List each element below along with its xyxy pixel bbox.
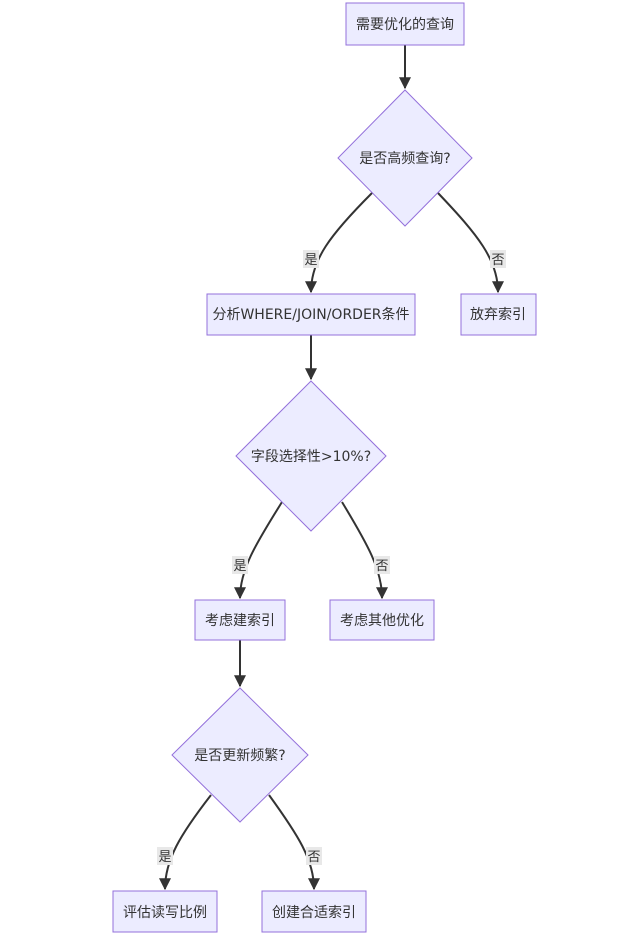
decision-selectivity: 字段选择性>10%? [235, 380, 387, 532]
edge-label-d2-no: 否 [375, 559, 388, 574]
edge-d1-analyze [305, 192, 373, 294]
edge-d3-evaluate [159, 794, 212, 891]
node-analyze-conditions: 分析WHERE/JOIN/ORDER条件 [206, 293, 416, 336]
nodes: 需要优化的查询 是否高频查询? 分析WHERE/JOIN/ORDER条件 放弃索… [112, 2, 537, 933]
node-create-index: 创建合适索引 [261, 890, 367, 933]
node-create-index-label: 创建合适索引 [272, 904, 356, 921]
node-analyze-conditions-label: 分析WHERE/JOIN/ORDER条件 [212, 306, 409, 323]
node-start: 需要优化的查询 [345, 2, 465, 46]
decision-selectivity-label: 字段选择性>10%? [251, 449, 371, 465]
node-consider-index-label: 考虑建索引 [205, 612, 275, 629]
edges [159, 45, 504, 891]
edge-labels: 是 否 是 否 是 否 [157, 250, 506, 865]
decision-high-frequency-label: 是否高频查询? [359, 150, 450, 167]
decision-frequent-update: 是否更新频繁? [171, 687, 309, 823]
edge-label-d2-yes: 是 [233, 559, 246, 574]
edge-d1-abandon [437, 192, 504, 294]
node-other-optimization-label: 考虑其他优化 [340, 613, 424, 629]
edge-d2-other [341, 501, 388, 600]
node-abandon-index-label: 放弃索引 [470, 306, 526, 323]
edge-label-d1-no: 否 [491, 253, 504, 268]
node-abandon-index: 放弃索引 [460, 293, 537, 336]
node-start-label: 需要优化的查询 [356, 17, 454, 33]
edge-d3-create [268, 794, 320, 891]
edge-label-d3-no: 否 [307, 850, 320, 865]
edge-label-d3-yes: 是 [158, 850, 171, 865]
node-evaluate-ratio: 评估读写比例 [112, 890, 218, 933]
edge-label-d1-yes: 是 [304, 253, 317, 268]
node-evaluate-ratio-label: 评估读写比例 [123, 904, 207, 921]
node-other-optimization: 考虑其他优化 [329, 599, 435, 641]
node-consider-index: 考虑建索引 [194, 599, 286, 641]
decision-frequent-update-label: 是否更新频繁? [194, 748, 285, 764]
decision-high-frequency: 是否高频查询? [337, 89, 473, 227]
edge-d2-consider [234, 501, 283, 600]
